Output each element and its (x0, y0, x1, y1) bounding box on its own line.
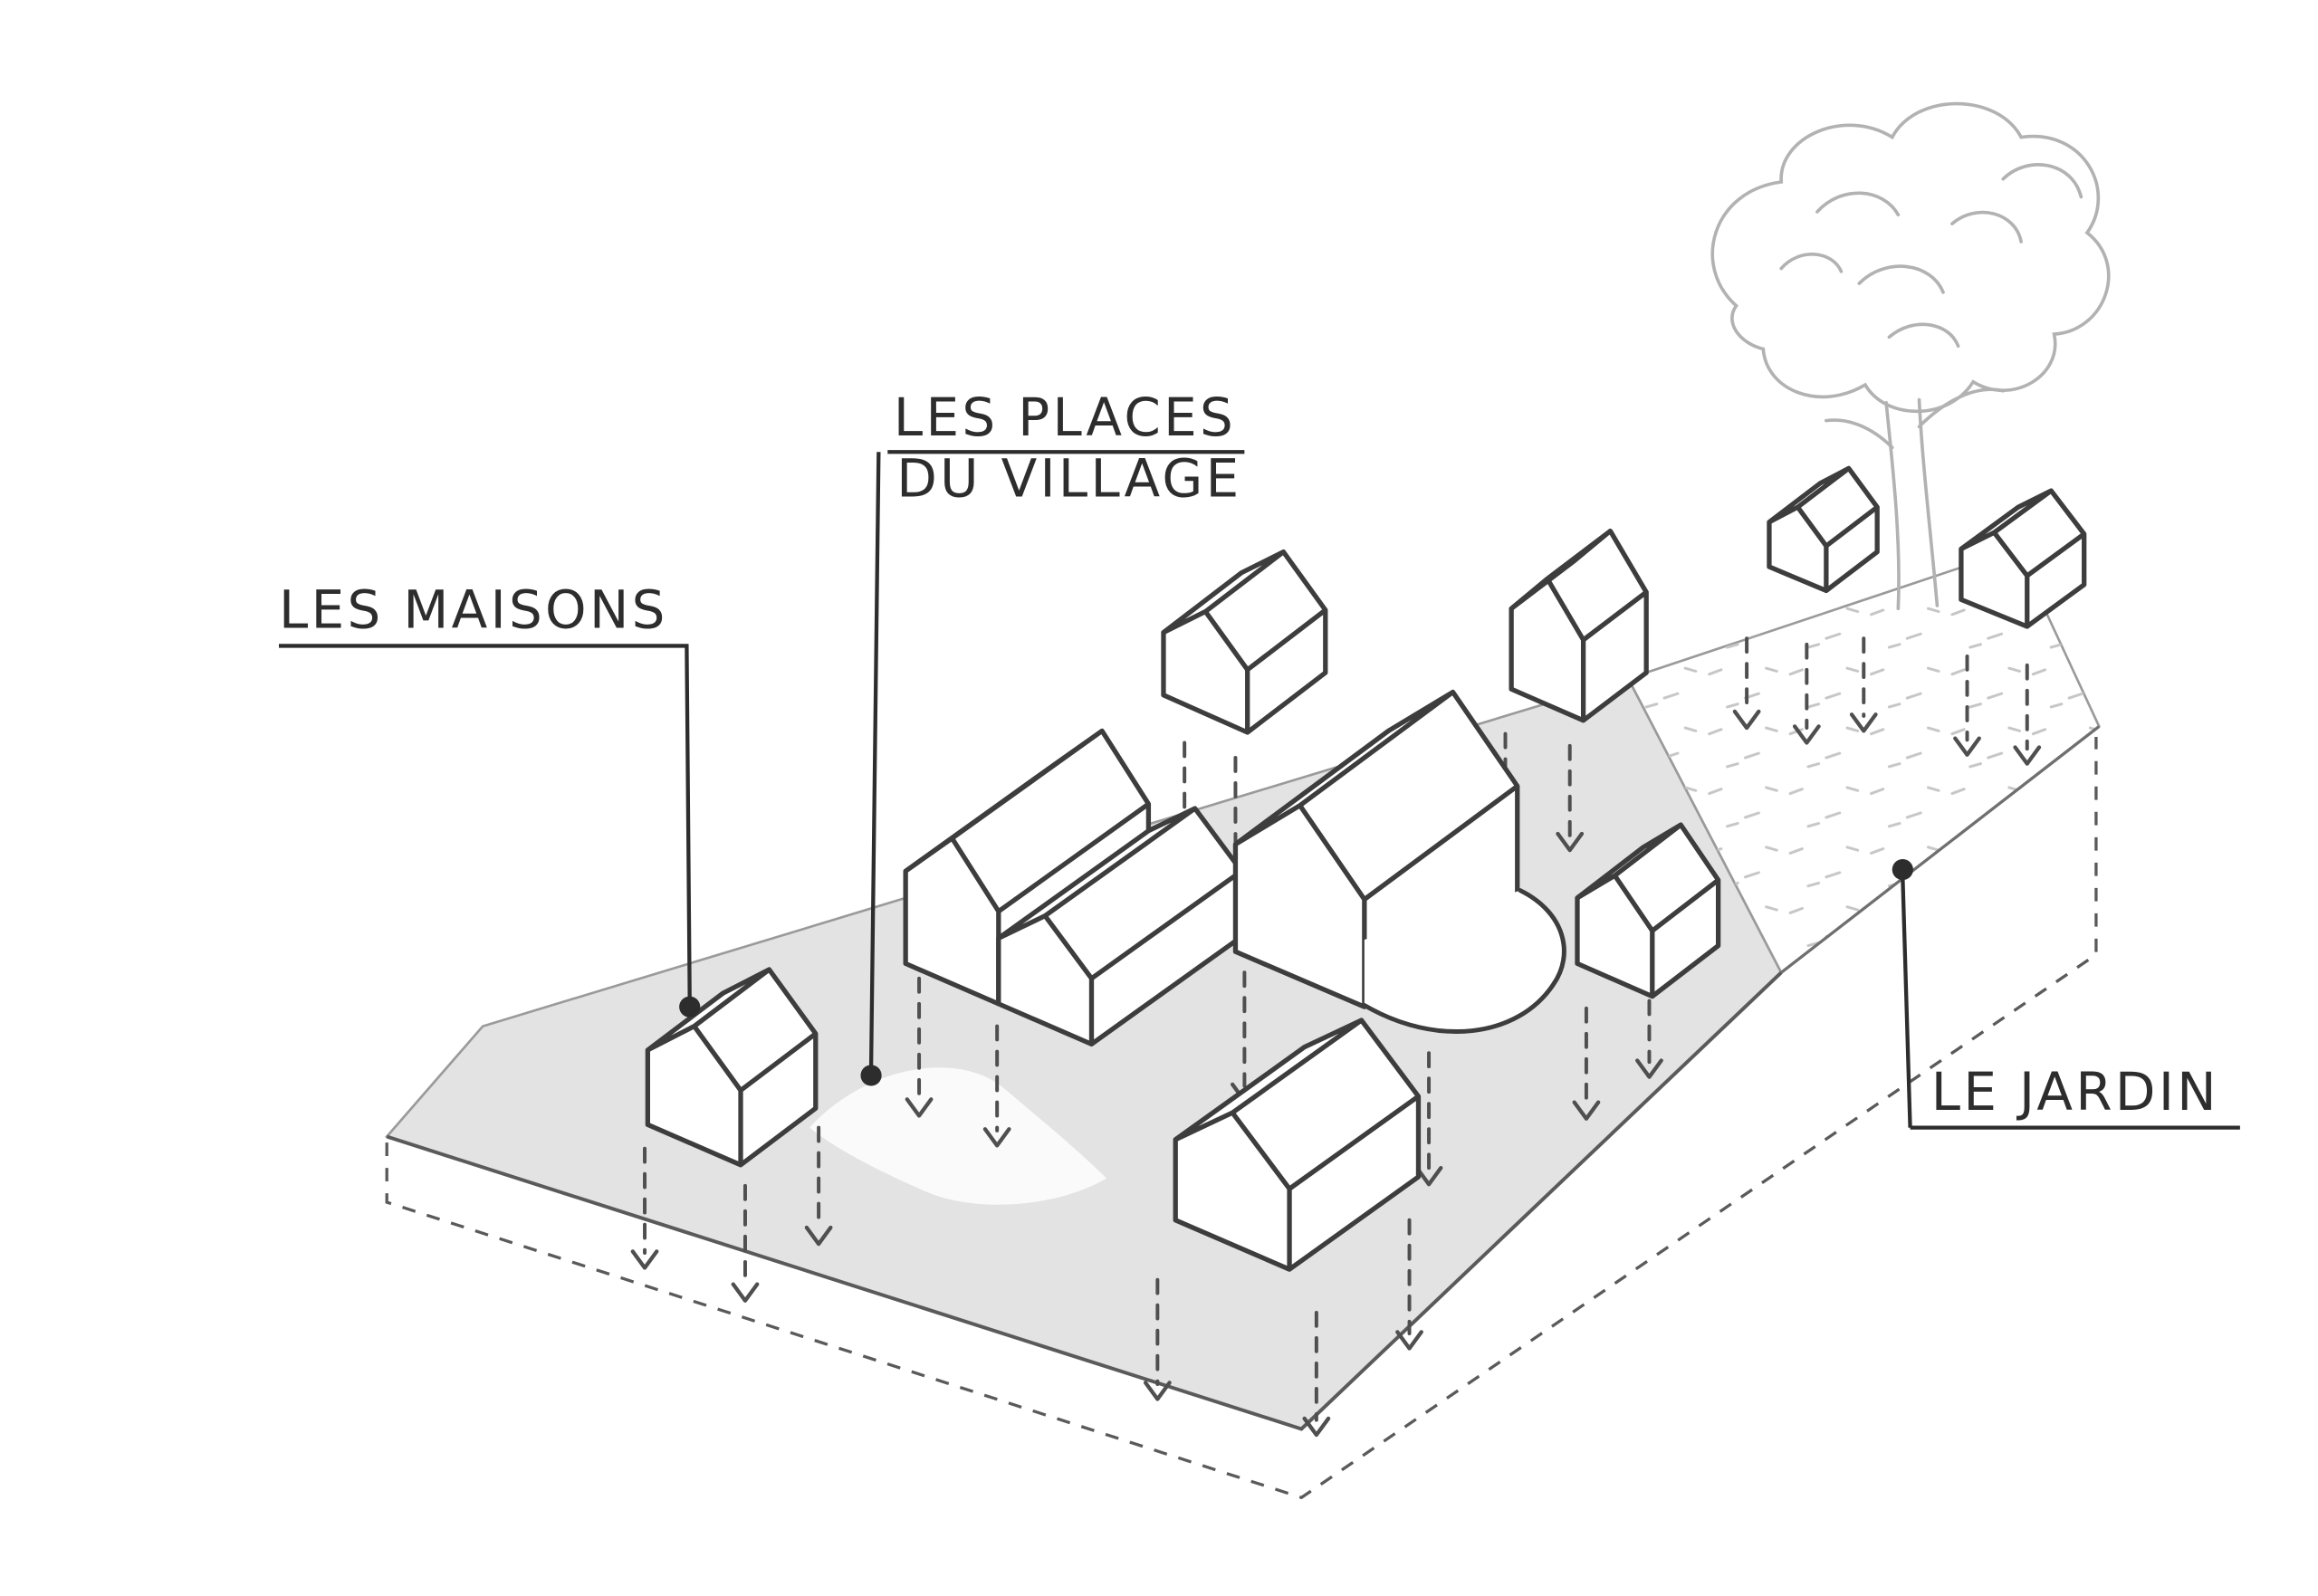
label-les-maisons-text: LES MAISONS (279, 579, 668, 641)
garden-plane (1626, 547, 2101, 975)
label-les-maisons-dot (679, 996, 701, 1018)
tree-trunk (1825, 387, 2006, 611)
plot-edges (386, 725, 2101, 1431)
house-garden-left (1767, 465, 1880, 594)
label-les-places-dot (860, 1065, 882, 1086)
label-le-jardin-leader (1901, 876, 1912, 1128)
label-le-jardin-dot (1892, 859, 1913, 881)
label-les-maisons-leader (278, 644, 692, 999)
house-tall-narrow (1509, 528, 1649, 723)
label-les-places-leader (868, 452, 881, 1068)
house-annex-curve (1362, 888, 1566, 1034)
label-les-places-line1: LES PLACES (894, 387, 1236, 448)
house-mid-right (1575, 822, 1721, 999)
garden-front-edge (1780, 725, 2101, 974)
tree-canopy-detail (1779, 163, 2083, 349)
houses (645, 465, 2087, 1272)
garden-grass-texture (1628, 549, 2100, 973)
plaza-area (809, 1067, 1107, 1205)
label-le-jardin-text: LE JARDIN (1931, 1061, 2219, 1123)
house-annex-fill (1364, 890, 1565, 1032)
label-les-places: LES PLACES DU VILLAGE (860, 387, 1245, 1086)
house-garden-right (1959, 488, 2087, 629)
village-front-edge (386, 970, 1783, 1431)
label-les-maisons: LES MAISONS (278, 579, 701, 1018)
base-dashed-outline (385, 736, 2098, 1500)
house-front-bottom (1173, 1018, 1422, 1272)
tree-canopy (1710, 101, 2111, 414)
label-le-jardin: LE JARDIN (1892, 859, 2240, 1130)
label-les-places-line2: DU VILLAGE (896, 448, 1241, 510)
house-left-small (645, 967, 819, 1168)
projection-arrows (630, 636, 2042, 1438)
house-back-small (1161, 549, 1328, 735)
projection-arrow-lines (643, 636, 2029, 1422)
tree-icon (1710, 101, 2111, 611)
